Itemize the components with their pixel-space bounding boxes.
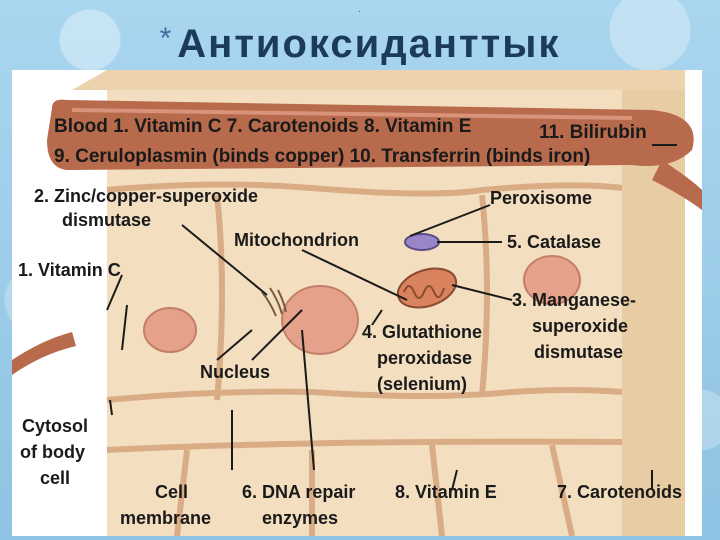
vessel-branch: [652, 160, 702, 210]
blood-vessel-highlight: [71, 108, 633, 120]
label-blood-row1: Blood 1. Vitamin C 7. Carotenoids 8. Vit…: [54, 116, 471, 137]
label-zinc-line2: dismutase: [62, 210, 151, 230]
label-mitochondrion: Mitochondrion: [234, 230, 359, 250]
label-dna-line1: 6. DNA repair: [242, 482, 355, 502]
nucleus-left: [143, 307, 197, 353]
label-manganese-line1: 3. Manganese-: [512, 290, 636, 310]
label-vitamin-e: 8. Vitamin E: [395, 482, 497, 502]
label-glutathione-line3: (selenium): [377, 374, 467, 394]
title-bullet: *: [159, 22, 174, 55]
label-manganese-line2: superoxide: [532, 316, 628, 336]
slide-title: *Антиоксиданттык: [0, 22, 720, 67]
vessel-branch-left: [12, 332, 76, 375]
label-dna-line2: enzymes: [262, 508, 338, 528]
cell-diagram: Blood 1. Vitamin C 7. Carotenoids 8. Vit…: [12, 70, 702, 536]
label-cell-line1: Cell: [155, 482, 188, 502]
label-cytosol-line2: of body: [20, 442, 85, 462]
cell-walls: [106, 181, 623, 536]
title-text: Антиоксиданттык: [177, 22, 561, 66]
label-nucleus: Nucleus: [200, 362, 270, 382]
label-bilirubin: 11. Bilirubin: [539, 122, 647, 143]
label-cytosol-line3: cell: [40, 468, 70, 488]
diagram-panel: Blood 1. Vitamin C 7. Carotenoids 8. Vit…: [12, 70, 702, 536]
label-carotenoids: 7. Carotenoids: [557, 482, 682, 502]
peroxisome: [404, 233, 440, 251]
label-vitamin-c: 1. Vitamin C: [18, 260, 121, 280]
label-blood-row2: 9. Ceruloplasmin (binds copper) 10. Tran…: [54, 146, 590, 167]
label-peroxisome: Peroxisome: [490, 188, 592, 208]
label-cell-line2: membrane: [120, 508, 211, 528]
label-zinc-line1: 2. Zinc/copper-superoxide: [34, 186, 258, 206]
label-catalase: 5. Catalase: [507, 232, 601, 252]
top-dot: .: [358, 4, 361, 15]
small-mitochondria: [261, 287, 287, 317]
label-manganese-line3: dismutase: [534, 342, 623, 362]
label-glutathione-line2: peroxidase: [377, 348, 472, 368]
mitochondrion-cristae: [403, 285, 445, 299]
nucleus-right: [523, 255, 581, 305]
label-glutathione-line1: 4. Glutathione: [362, 322, 482, 342]
label-cytosol-line1: Cytosol: [22, 416, 88, 436]
cell-block-top: [72, 70, 685, 90]
nucleus-center: [281, 285, 359, 355]
pointer-lines: [106, 144, 677, 491]
